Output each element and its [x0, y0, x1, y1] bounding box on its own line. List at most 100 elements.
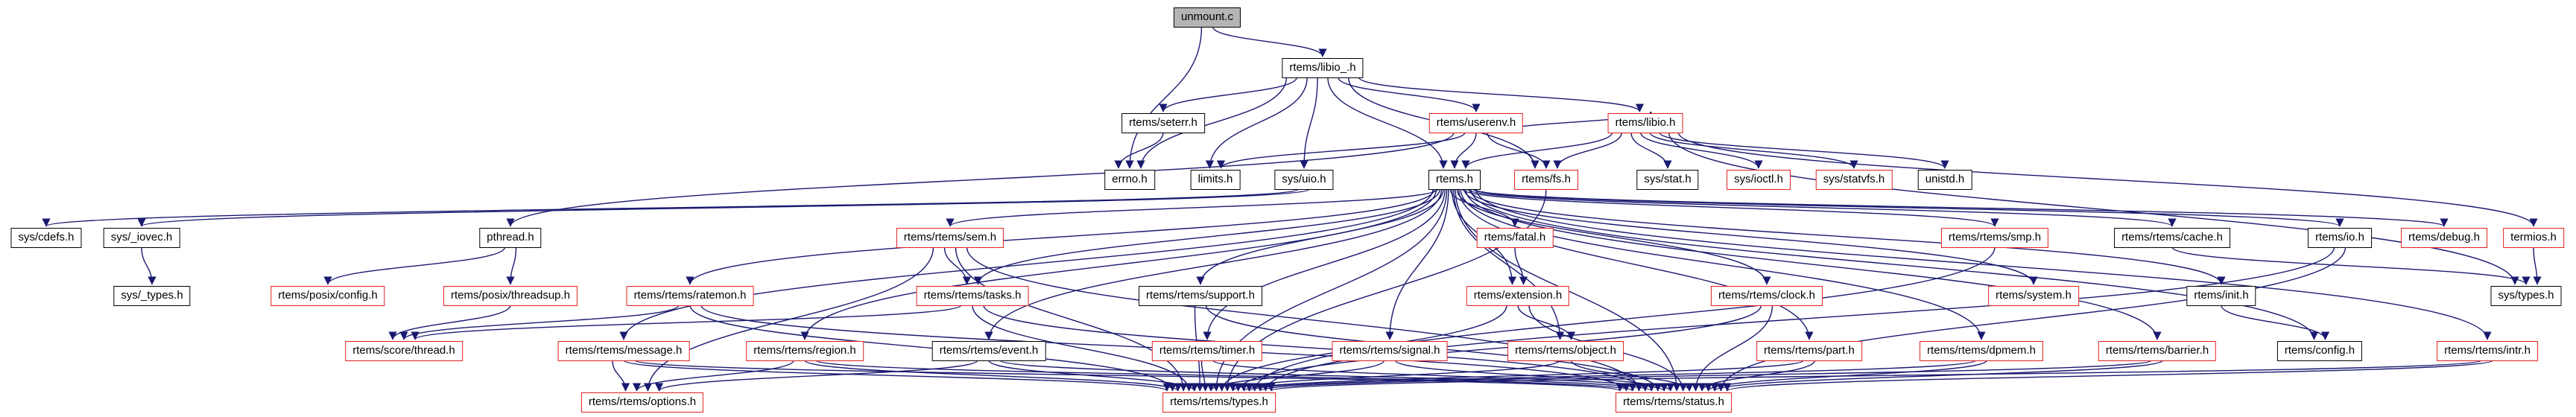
- include-edge-ratemon-to-score_thread: [399, 305, 680, 340]
- node-sys_types_u[interactable]: sys/_types.h: [113, 286, 191, 306]
- node-unmount_c[interactable]: unmount.c: [1173, 7, 1241, 28]
- include-edge-ratemon-to-rtypes: [689, 305, 1177, 392]
- include-edge-tasks-to-rtypes: [972, 305, 1194, 392]
- node-errno[interactable]: errno.h: [1104, 170, 1155, 190]
- include-edge-sem-to-tasks: [943, 246, 972, 285]
- node-iovec[interactable]: sys/_iovec.h: [103, 228, 180, 248]
- include-edge-libio-to-rtems_h: [1461, 132, 1613, 169]
- include-edge-io-to-status: [1716, 246, 2346, 392]
- node-event[interactable]: rtems/rtems/event.h: [931, 341, 1046, 361]
- node-init[interactable]: rtems/init.h: [2186, 286, 2256, 306]
- include-edge-userenv-to-pthread: [506, 132, 1455, 227]
- node-tasks[interactable]: rtems/rtems/tasks.h: [916, 286, 1029, 306]
- include-edge-barrier-to-status: [1710, 360, 2164, 392]
- include-edge-rtems_h-to-region: [800, 188, 1437, 340]
- node-cdefs[interactable]: sys/cdefs.h: [10, 228, 82, 248]
- include-edge-message-to-status: [634, 360, 1624, 392]
- include-edge-extension-to-object: [1517, 305, 1576, 340]
- include-edge-pthread-to-posix_config: [323, 246, 506, 285]
- node-termios[interactable]: termios.h: [2503, 228, 2564, 248]
- include-edge-intr-to-rtypes: [1268, 360, 2483, 392]
- node-config[interactable]: rtems/config.h: [2276, 341, 2363, 361]
- include-edge-io-to-rtypes: [1262, 246, 2335, 392]
- include-edge-libio-to-sys_types: [1668, 132, 2519, 285]
- node-libio_underscore[interactable]: rtems/libio_.h: [1282, 58, 1364, 78]
- node-signal[interactable]: rtems/rtems/signal.h: [1332, 341, 1448, 361]
- node-threadsup[interactable]: rtems/posix/threadsup.h: [443, 286, 578, 306]
- node-status[interactable]: rtems/rtems/status.h: [1615, 392, 1732, 413]
- node-libio[interactable]: rtems/libio.h: [1607, 113, 1683, 133]
- node-ioctl[interactable]: sys/ioctl.h: [1727, 170, 1791, 190]
- node-extension[interactable]: rtems/extension.h: [1466, 286, 1570, 306]
- node-posix_config[interactable]: rtems/posix/config.h: [270, 286, 385, 306]
- node-options[interactable]: rtems/rtems/options.h: [580, 392, 704, 413]
- include-edge-rtems_h-to-debug: [1474, 188, 2449, 227]
- node-rtypes[interactable]: rtems/rtems/types.h: [1162, 392, 1276, 413]
- include-edge-libio-to-termios: [1677, 132, 2538, 227]
- include-edge-intr-to-status: [1723, 360, 2494, 392]
- include-edge-rtems_h-to-smp: [1461, 188, 1999, 227]
- include-edge-rtems_h-to-io: [1472, 188, 2344, 227]
- include-edge-rtems_h-to-object: [1453, 188, 1565, 340]
- node-unistd[interactable]: unistd.h: [1917, 170, 1972, 190]
- node-score_thread[interactable]: rtems/score/thread.h: [345, 341, 463, 361]
- node-seterr[interactable]: rtems/seterr.h: [1121, 113, 1205, 133]
- node-stat[interactable]: sys/stat.h: [1636, 170, 1699, 190]
- include-edge-event-to-status: [999, 360, 1656, 392]
- node-rtems_h[interactable]: rtems.h: [1428, 170, 1481, 190]
- include-edge-libio_underscore-to-libio: [1358, 77, 1644, 112]
- include-edge-rtems_h-to-dpmem: [1460, 188, 1986, 340]
- node-limits[interactable]: limits.h: [1190, 170, 1241, 190]
- node-cache[interactable]: rtems/rtems/cache.h: [2114, 228, 2230, 248]
- node-statvfs[interactable]: sys/statvfs.h: [1815, 170, 1893, 190]
- include-edge-uio-to-iovec: [138, 188, 1311, 227]
- include-edge-barrier-to-rtypes: [1256, 360, 2153, 392]
- include-edge-libio_underscore-to-errno: [1136, 77, 1288, 169]
- include-edge-libio-to-fs: [1553, 132, 1622, 169]
- include-edge-cache-to-sys_types: [2171, 246, 2531, 285]
- node-smp[interactable]: rtems/rtems/smp.h: [1940, 228, 2049, 248]
- node-uio[interactable]: sys/uio.h: [1274, 170, 1334, 190]
- include-edge-tasks-to-score_thread: [411, 305, 962, 340]
- include-edge-region-to-rtypes: [804, 360, 1183, 392]
- include-edge-libio_underscore-to-userenv: [1338, 77, 1481, 112]
- include-edge-sem-to-status: [966, 246, 1644, 392]
- include-edge-seterr-to-errno: [1114, 132, 1164, 169]
- include-edge-rtems_h-to-event: [984, 188, 1443, 340]
- node-intr[interactable]: rtems/rtems/intr.h: [2437, 341, 2538, 361]
- node-message[interactable]: rtems/rtems/message.h: [557, 341, 690, 361]
- include-edge-sem-to-rtypes: [955, 246, 1188, 392]
- node-fs[interactable]: rtems/fs.h: [1514, 170, 1578, 190]
- node-sys_types[interactable]: sys/types.h: [2490, 286, 2562, 306]
- include-edge-pthread-to-threadsup: [506, 246, 517, 285]
- node-userenv[interactable]: rtems/userenv.h: [1428, 113, 1524, 133]
- node-part[interactable]: rtems/rtems/part.h: [1756, 341, 1862, 361]
- node-barrier[interactable]: rtems/rtems/barrier.h: [2098, 341, 2217, 361]
- node-system[interactable]: rtems/system.h: [1988, 286, 2079, 306]
- include-edge-tasks-to-status: [983, 305, 1650, 392]
- node-io[interactable]: rtems/io.h: [2308, 228, 2372, 248]
- node-ratemon[interactable]: rtems/rtems/ratemon.h: [626, 286, 754, 306]
- include-edge-uio-to-cdefs: [42, 188, 1300, 227]
- include-edge-unmount_c-to-errno: [1125, 26, 1203, 169]
- include-edge-libio_underscore-to-rtems_h: [1327, 77, 1448, 169]
- node-sem[interactable]: rtems/rtems/sem.h: [896, 228, 1004, 248]
- include-edge-rtems_h-to-part: [1458, 188, 1814, 340]
- include-edge-iovec-to-sys_types_u: [141, 246, 156, 285]
- include-edge-libio_underscore-to-uio: [1300, 77, 1318, 169]
- node-fatal[interactable]: rtems/fatal.h: [1476, 228, 1554, 248]
- include-edge-libio_underscore-to-limits: [1205, 77, 1308, 169]
- node-debug[interactable]: rtems/debug.h: [2401, 228, 2487, 248]
- node-clock[interactable]: rtems/rtems/clock.h: [1710, 286, 1823, 306]
- include-edge-threadsup-to-score_thread: [388, 305, 511, 340]
- node-object[interactable]: rtems/rtems/object.h: [1507, 341, 1624, 361]
- include-edge-libio_underscore-to-seterr: [1159, 77, 1297, 112]
- node-pthread[interactable]: pthread.h: [479, 228, 542, 248]
- node-region[interactable]: rtems/rtems/region.h: [746, 341, 864, 361]
- node-timer[interactable]: rtems/rtems/timer.h: [1151, 341, 1263, 361]
- include-edge-signal-to-rtypes: [1206, 360, 1385, 392]
- node-support[interactable]: rtems/rtems/support.h: [1139, 286, 1262, 306]
- node-dpmem[interactable]: rtems/rtems/dpmem.h: [1920, 341, 2043, 361]
- include-edge-clock-to-status: [1692, 305, 1773, 392]
